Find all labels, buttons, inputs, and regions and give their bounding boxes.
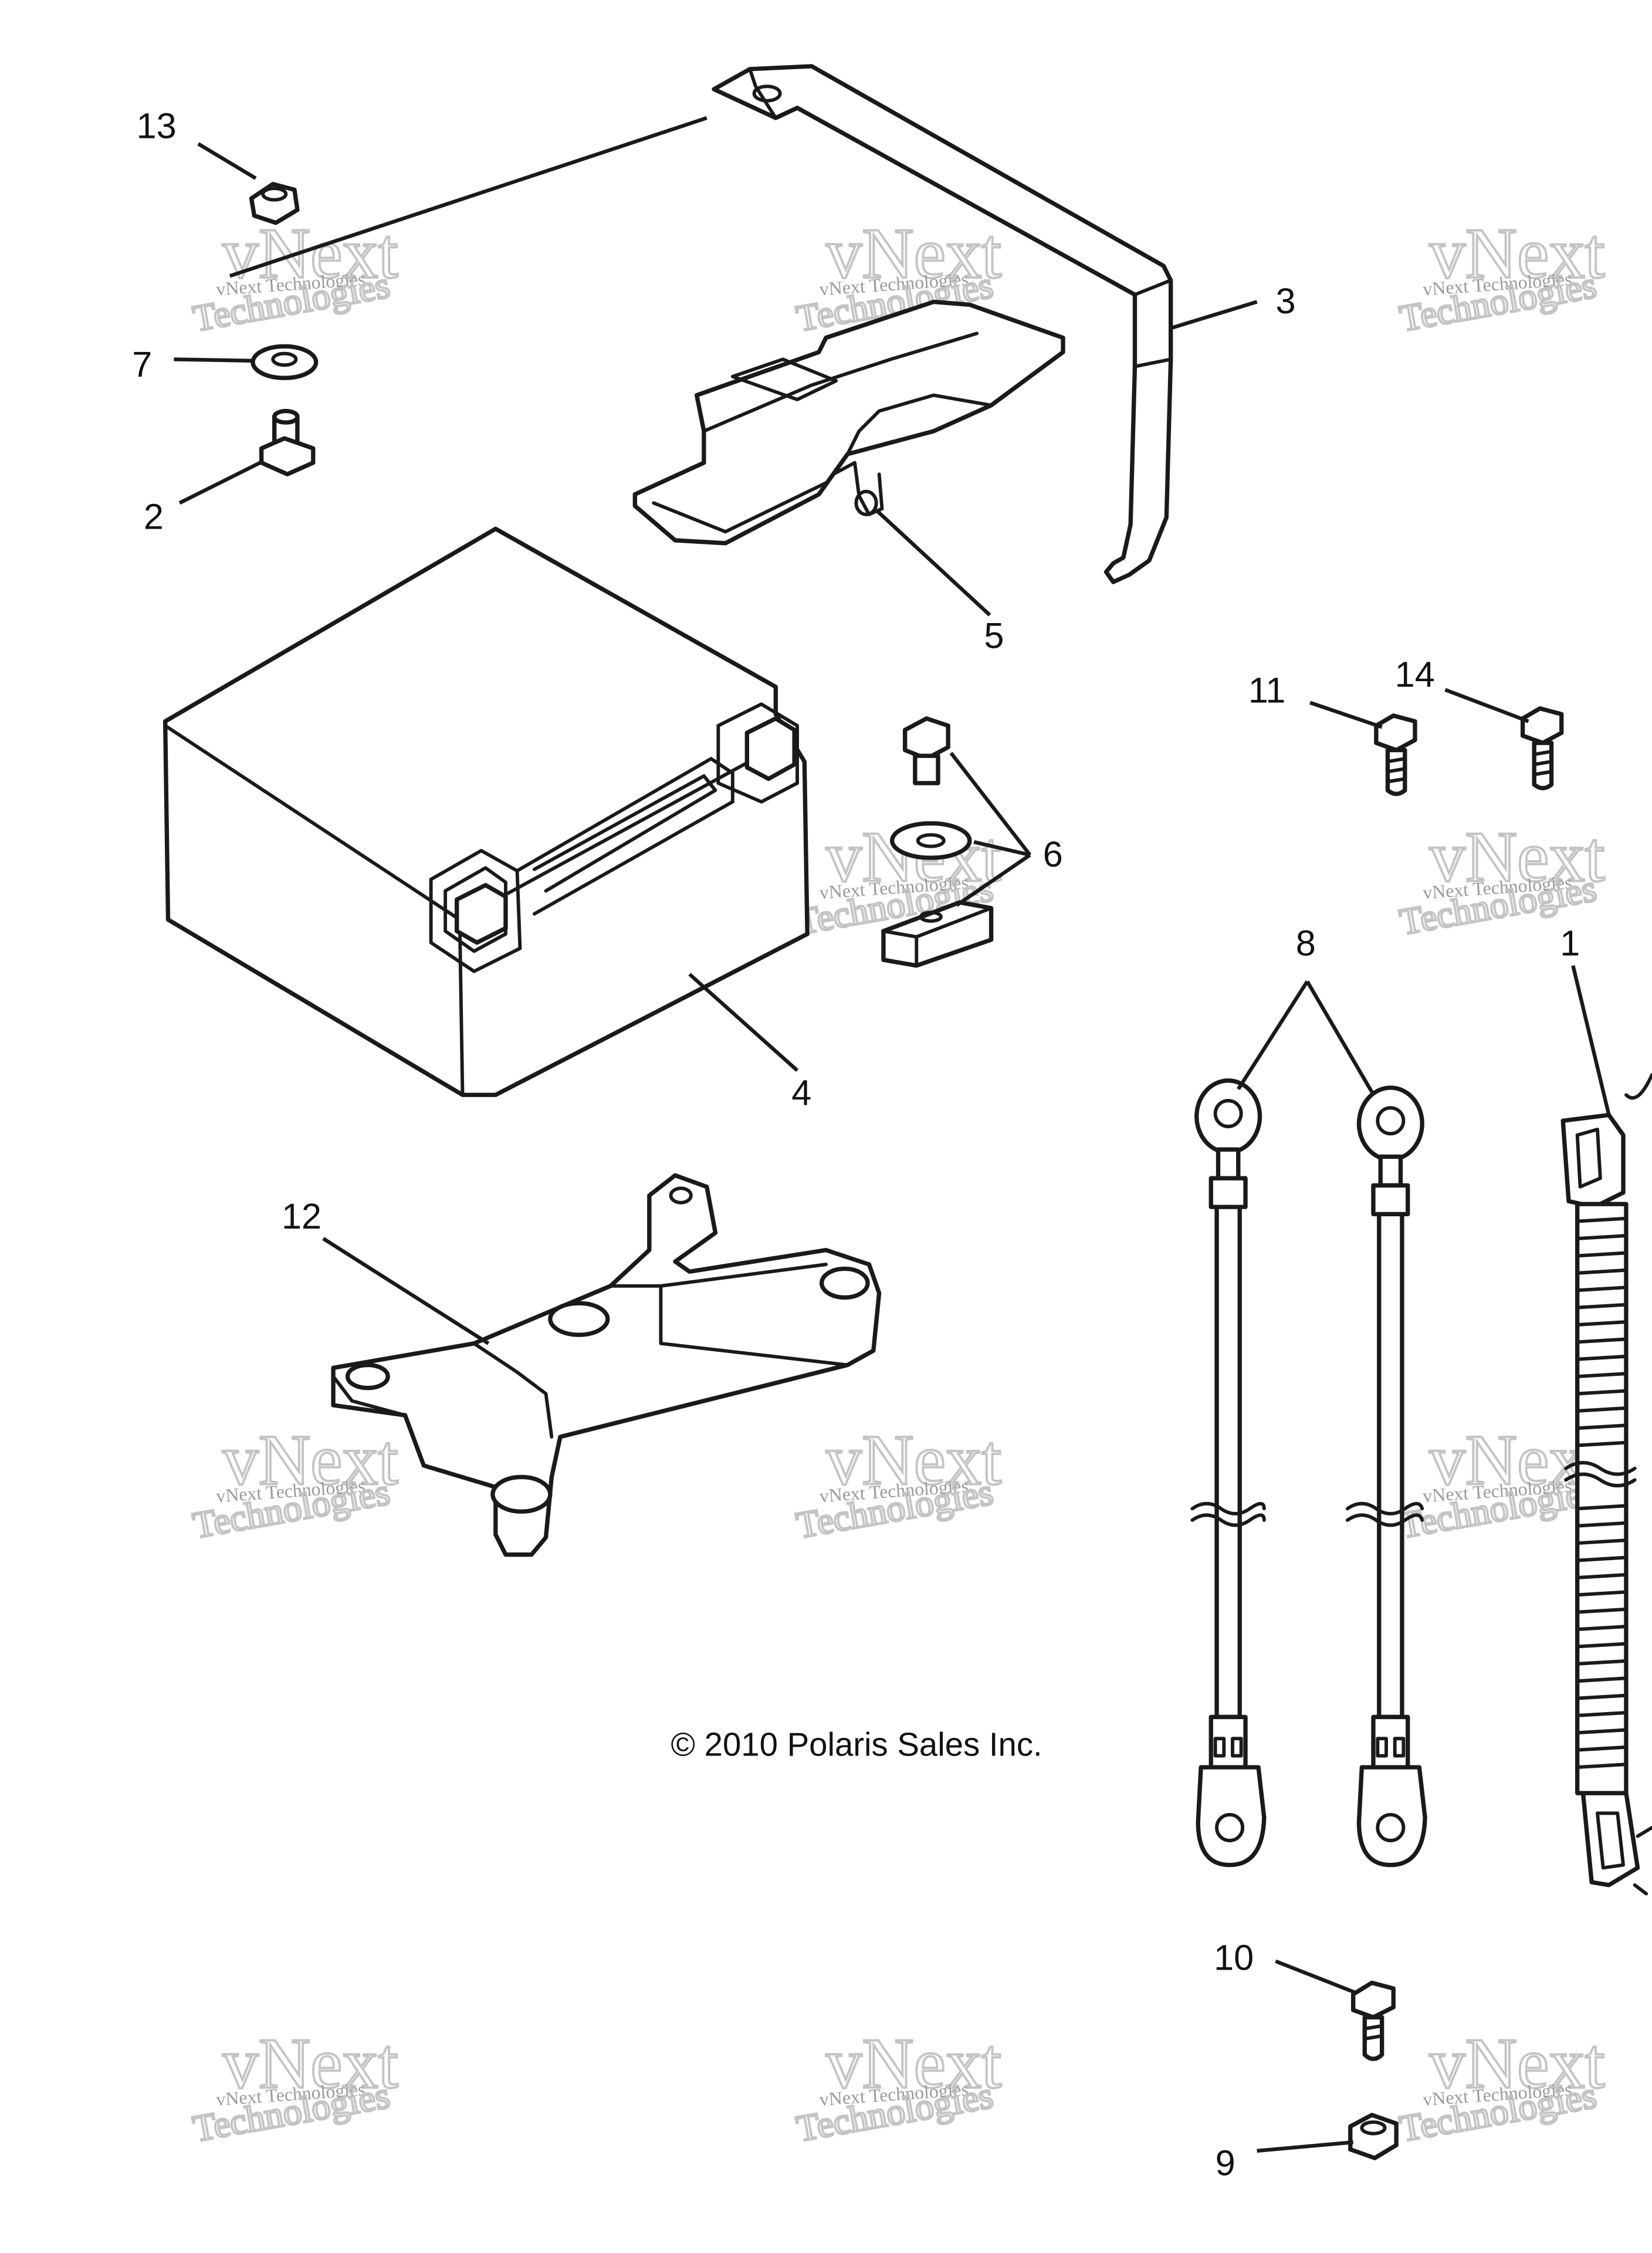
callout-1: 1 (1560, 923, 1580, 963)
callout-7: 7 (132, 344, 152, 384)
part-3-hold-down-strap (712, 64, 1173, 584)
svg-text:vNext: vNext (826, 1421, 1001, 1500)
part-5-retainer-tray (632, 299, 1065, 546)
copyright-notice: © 2010 Polaris Sales Inc. (671, 1726, 1042, 1763)
part-6-terminal-hardware (881, 716, 994, 968)
svg-text:vNext: vNext (1429, 817, 1604, 897)
callout-9: 9 (1216, 2143, 1235, 2183)
callout-labels: 13 7 2 3 5 6 4 11 14 8 1 12 10 9 (132, 106, 1580, 2183)
svg-text:vNext: vNext (223, 1421, 398, 1500)
watermark: vNext vNext Technologies Technologies (792, 1420, 1003, 1547)
watermark: vNext vNext Technologies Technologies (189, 2023, 400, 2150)
part-11-screw (1374, 713, 1417, 796)
part-9-nut (1348, 2113, 1399, 2160)
svg-text:vNext: vNext (1429, 214, 1604, 293)
svg-text:vNext: vNext (826, 214, 1001, 293)
part-12-bracket (331, 1173, 882, 1557)
svg-text:vNext: vNext (1429, 2024, 1604, 2103)
callout-14: 14 (1395, 655, 1435, 695)
leader-lines (174, 116, 1611, 2153)
part-8-cable-left (1190, 1078, 1267, 1868)
callout-8: 8 (1296, 923, 1316, 963)
callout-4: 4 (791, 1073, 811, 1112)
callout-13: 13 (137, 106, 177, 146)
watermark: vNext vNext Technologies Technologies (792, 2023, 1003, 2150)
callout-11: 11 (1248, 671, 1286, 711)
part-7-washer (250, 344, 319, 380)
callout-12: 12 (282, 1196, 321, 1236)
watermark: vNext vNext Technologies Technologies (1396, 1420, 1606, 1547)
part-13-nut (249, 181, 300, 225)
svg-text:vNext: vNext (223, 214, 398, 293)
part-2-bolt (259, 408, 316, 476)
watermark: vNext vNext Technologies Technologies (189, 1420, 400, 1547)
watermark: vNext vNext Technologies Technologies (792, 213, 1003, 340)
watermark: vNext vNext Technologies Technologies (189, 213, 400, 340)
part-8-cable-right (1345, 1085, 1427, 1868)
part-1-harness (1560, 1073, 1652, 1896)
callout-6: 6 (1043, 834, 1063, 874)
part-4-battery (163, 526, 810, 1097)
svg-text:vNext: vNext (223, 2024, 398, 2103)
watermark: vNext vNext Technologies Technologies (1396, 2023, 1606, 2150)
callout-3: 3 (1275, 281, 1295, 321)
watermark: vNext vNext Technologies Technologies (1396, 213, 1606, 340)
callout-2: 2 (144, 496, 164, 536)
callout-10: 10 (1214, 1937, 1254, 1977)
callout-5: 5 (984, 616, 1004, 656)
part-14-screw (1520, 706, 1564, 790)
part-10-screw (1350, 1980, 1396, 2061)
svg-text:vNext: vNext (826, 2024, 1001, 2103)
